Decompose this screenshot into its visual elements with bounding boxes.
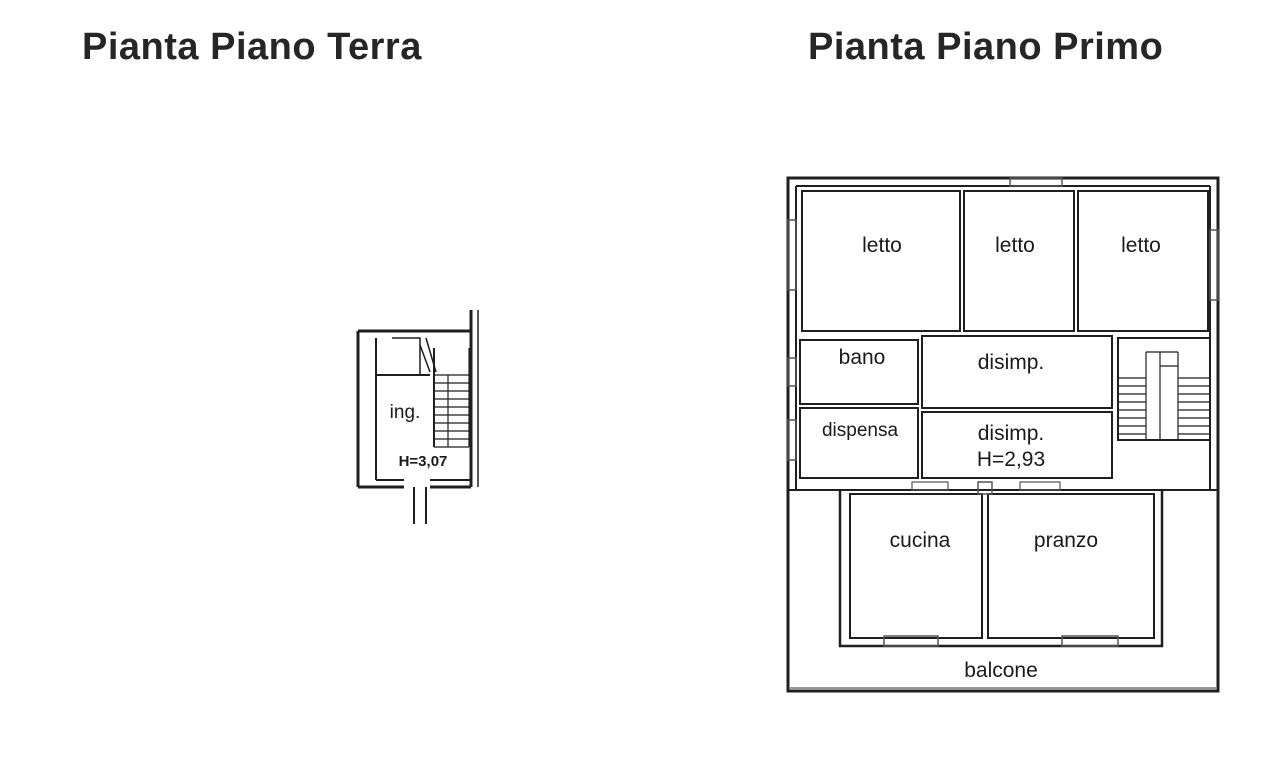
ground-height-label: H=3,07	[399, 453, 448, 470]
ground-floor-title: Pianta Piano Terra	[82, 26, 422, 68]
room-label-disimpegno-2: disimp.	[978, 422, 1045, 445]
room-label-pranzo: pranzo	[1034, 529, 1098, 552]
first-floor-plan	[786, 176, 1220, 693]
room-label-cucina: cucina	[890, 529, 951, 552]
first-floor-title: Pianta Piano Primo	[808, 26, 1164, 68]
room-label-disimpegno-1: disimp.	[978, 351, 1045, 374]
room-label-ingresso: ing.	[390, 402, 421, 423]
room-label-balcone: balcone	[964, 659, 1038, 682]
ground-floor-plan	[356, 310, 479, 524]
room-label-bagno: bano	[839, 346, 886, 369]
first-stair-treads	[1118, 351, 1210, 435]
first-height-label: H=2,93	[977, 448, 1045, 471]
room-label-letto-2: letto	[995, 234, 1035, 257]
room-label-letto-3: letto	[1121, 234, 1161, 257]
ground-stair-treads	[434, 374, 469, 448]
room-label-dispensa: dispensa	[822, 420, 898, 441]
room-label-letto-1: letto	[862, 234, 902, 257]
